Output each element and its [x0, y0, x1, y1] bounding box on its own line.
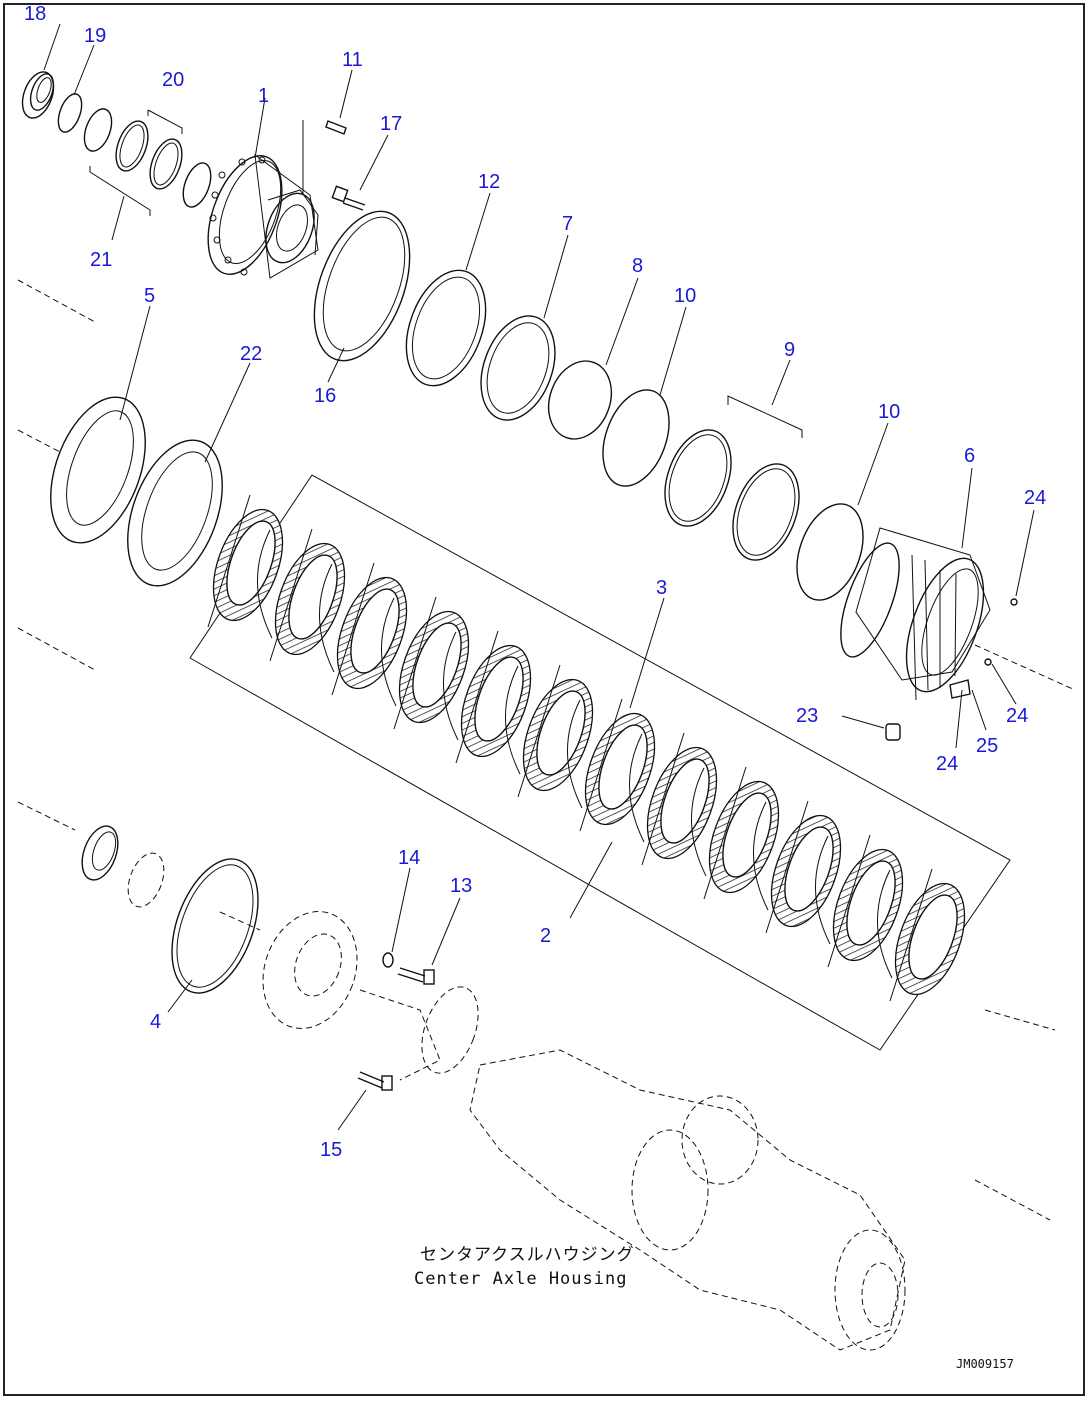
- callout-13: 13: [450, 875, 472, 897]
- callout-25: 25: [976, 735, 998, 757]
- disc-pack-divider: [393, 596, 437, 730]
- part-6-drum: [840, 527, 991, 701]
- part-19-o-ring: [57, 93, 83, 133]
- part-8-o-ring: [547, 360, 613, 440]
- disc-pack-divider: [827, 834, 871, 968]
- separator-plate: [877, 869, 893, 979]
- callout-6: 6: [964, 445, 975, 467]
- callout-11: 11: [342, 49, 363, 71]
- friction-disc-bore: [536, 690, 586, 776]
- part-18-seal: [21, 71, 55, 119]
- separator-plate: [505, 665, 521, 775]
- callout-1: 1: [258, 85, 269, 107]
- callout-labels: 18 19 20 1 11 17 12 7 8 10 9 10 21 5 22 …: [24, 3, 1046, 1161]
- part-22-thrust-washer: [127, 439, 223, 587]
- callout-4: 4: [150, 1011, 161, 1033]
- disc-pack-divider: [579, 698, 623, 832]
- caption-english: Center Axle Housing: [414, 1269, 627, 1289]
- part-10-o-ring-a: [602, 389, 670, 487]
- separator-plate: [753, 801, 769, 911]
- part-13-bolt: [397, 967, 435, 985]
- disc-pack-divider: [765, 800, 809, 934]
- callout-2: 2: [540, 925, 551, 947]
- friction-disc-bore: [226, 520, 276, 606]
- separator-plate: [319, 563, 335, 673]
- callout-19: 19: [84, 25, 106, 47]
- callout-12: 12: [478, 171, 500, 193]
- callout-5: 5: [144, 285, 155, 307]
- callout-10-upper: 10: [674, 285, 696, 307]
- callout-15: 15: [320, 1139, 342, 1161]
- part-17-bolt: [331, 185, 366, 211]
- callout-18: 18: [24, 3, 46, 25]
- callout-22: 22: [240, 343, 262, 365]
- friction-disc-bore: [846, 860, 896, 946]
- callout-16: 16: [314, 385, 336, 407]
- callout-21: 21: [90, 249, 112, 271]
- separator-plate: [691, 767, 707, 877]
- callout-9: 9: [784, 339, 795, 361]
- disc-pack-divider: [641, 732, 685, 866]
- friction-disc-bore: [288, 554, 338, 640]
- friction-disc-bore: [412, 622, 462, 708]
- disc-pack-divider: [517, 664, 561, 798]
- separator-plate: [257, 529, 273, 639]
- callout-8: 8: [632, 255, 643, 277]
- part-10-o-ring-b: [796, 503, 864, 601]
- part-7-piston: [480, 315, 556, 421]
- part-4-thrust-washer: [171, 858, 259, 994]
- callout-24-bottom: 24: [936, 753, 958, 775]
- disc-pack-divider: [269, 528, 313, 662]
- separator-plate: [443, 631, 459, 741]
- separator-plate: [815, 835, 831, 945]
- disc-pack-divider: [331, 562, 375, 696]
- callout-10-lower: 10: [878, 401, 900, 423]
- callout-14: 14: [398, 847, 420, 869]
- separator-plate: [567, 699, 583, 809]
- part-11-pin: [325, 120, 347, 135]
- friction-disc-bore: [598, 724, 648, 810]
- callout-7: 7: [562, 213, 573, 235]
- part-15-bolt: [357, 1071, 393, 1091]
- callout-20: 20: [162, 69, 184, 91]
- leader-lines: [43, 23, 1035, 1131]
- callout-23: 23: [796, 705, 818, 727]
- part-12-ring: [405, 269, 487, 387]
- callout-24-right: 24: [1006, 705, 1028, 727]
- figure-id: JM009157: [956, 1357, 1014, 1371]
- part-24-plug: [949, 598, 1018, 699]
- callout-17: 17: [380, 113, 402, 135]
- friction-disc-bore: [660, 758, 710, 844]
- part-23-fitting: [885, 723, 901, 741]
- part-carrier-dashed: [262, 911, 479, 1081]
- separator-plate: [381, 597, 397, 707]
- callout-24-top: 24: [1024, 487, 1046, 509]
- disc-pack-divider: [207, 494, 251, 628]
- center-axle-housing: [469, 1049, 906, 1351]
- part-9-ring-set: [664, 395, 803, 561]
- friction-disc-bore: [908, 894, 958, 980]
- friction-disc-bore: [474, 656, 524, 742]
- callout-3: 3: [656, 577, 667, 599]
- separator-plate: [629, 733, 645, 843]
- friction-disc-bore: [784, 826, 834, 912]
- disc-pack-divider: [889, 868, 933, 1002]
- part-bearing-lower: [81, 825, 165, 908]
- friction-disc-bore: [350, 588, 400, 674]
- friction-disc-bore: [722, 792, 772, 878]
- part-1-hub: [207, 153, 319, 279]
- part-20-bearing-set: [83, 108, 212, 216]
- caption-japanese: センタアクスルハウジング: [420, 1245, 635, 1265]
- disc-pack: [207, 494, 966, 1002]
- disc-pack-divider: [703, 766, 747, 900]
- part-5-thrust-washer: [50, 396, 146, 544]
- part-14-bushing: [382, 952, 394, 968]
- part-16-seal-ring: [313, 210, 411, 362]
- disc-pack-divider: [455, 630, 499, 764]
